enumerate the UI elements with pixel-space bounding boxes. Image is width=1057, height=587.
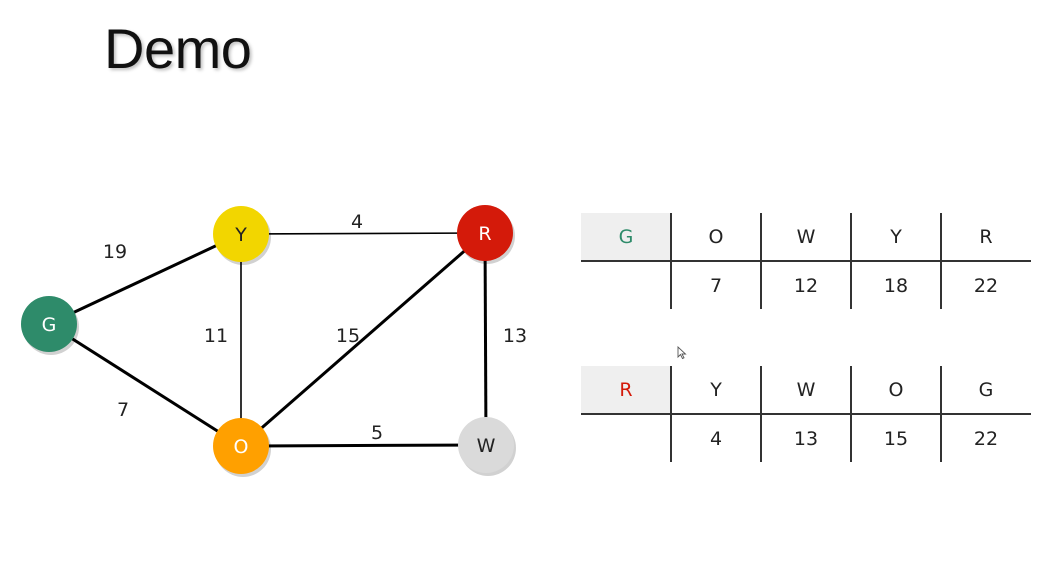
table-divider-vertical bbox=[940, 366, 942, 462]
edge-g-o bbox=[48, 322, 242, 448]
node-label-o: O bbox=[234, 436, 249, 458]
table-value-cell: 18 bbox=[883, 274, 909, 297]
edge-weight-o-r: 15 bbox=[336, 325, 360, 347]
table-header-cell: W bbox=[796, 378, 816, 401]
node-circle-r bbox=[457, 205, 513, 261]
edge-g-y bbox=[48, 232, 242, 326]
node-label-w: W bbox=[477, 435, 496, 457]
node-circle-g bbox=[21, 296, 77, 352]
table-source-cell: R bbox=[581, 366, 671, 413]
edge-weight-o-w: 5 bbox=[371, 422, 383, 444]
edge-weight-y-r: 4 bbox=[351, 211, 363, 233]
node-y: Y bbox=[213, 206, 271, 265]
table-value-cell: 4 bbox=[709, 427, 723, 450]
node-w: W bbox=[458, 417, 516, 476]
table-header-cell: O bbox=[708, 225, 724, 248]
node-label-g: G bbox=[42, 314, 57, 336]
node-label-y: Y bbox=[234, 224, 247, 246]
node-circle-w bbox=[458, 417, 514, 473]
node-circle-o bbox=[213, 418, 269, 474]
distance-table-g: G O W Y R 7 12 18 22 bbox=[581, 213, 1031, 309]
edge-weight-g-o: 7 bbox=[117, 399, 129, 421]
node-label-r: R bbox=[478, 223, 491, 245]
node-g: G bbox=[21, 296, 79, 355]
table-value-cell: 12 bbox=[793, 274, 819, 297]
table-value-cell: 22 bbox=[973, 274, 999, 297]
mouse-cursor-icon bbox=[677, 346, 687, 360]
table-header-cell: R bbox=[979, 225, 993, 248]
table-divider-vertical bbox=[760, 366, 762, 462]
table-divider-horizontal bbox=[581, 260, 1031, 262]
table-header-cell: O bbox=[888, 378, 904, 401]
edge-o-r bbox=[240, 231, 486, 448]
table-divider-horizontal bbox=[581, 413, 1031, 415]
edge-weight-y-o: 11 bbox=[204, 325, 228, 347]
table-header-cell: W bbox=[796, 225, 816, 248]
node-o: O bbox=[213, 418, 271, 477]
table-header-cell: Y bbox=[710, 378, 722, 401]
node-circle-y bbox=[213, 206, 269, 262]
table-value-cell: 7 bbox=[709, 274, 723, 297]
distance-table-r: R Y W O G 4 13 15 22 bbox=[581, 366, 1031, 462]
table-divider-vertical bbox=[940, 213, 942, 309]
table-source-cell: G bbox=[581, 213, 671, 260]
table-value-cell: 15 bbox=[883, 427, 909, 450]
table-divider-vertical bbox=[850, 366, 852, 462]
node-r: R bbox=[457, 205, 515, 264]
table-divider-vertical bbox=[670, 213, 672, 309]
edge-o-w bbox=[240, 443, 487, 448]
page-title: Demo bbox=[104, 17, 252, 80]
edge-weight-r-w: 13 bbox=[503, 325, 527, 347]
edge-r-w bbox=[483, 232, 488, 446]
table-header-cell: Y bbox=[890, 225, 902, 248]
table-divider-vertical bbox=[670, 366, 672, 462]
graph-diagram: 19 7 4 11 15 13 5 G Y R O W bbox=[21, 205, 527, 477]
table-header-cell: G bbox=[978, 378, 994, 401]
edge-y-r bbox=[240, 232, 486, 235]
table-divider-vertical bbox=[850, 213, 852, 309]
table-divider-vertical bbox=[760, 213, 762, 309]
table-value-cell: 22 bbox=[973, 427, 999, 450]
edge-weight-g-y: 19 bbox=[103, 241, 127, 263]
table-value-cell: 13 bbox=[793, 427, 819, 450]
